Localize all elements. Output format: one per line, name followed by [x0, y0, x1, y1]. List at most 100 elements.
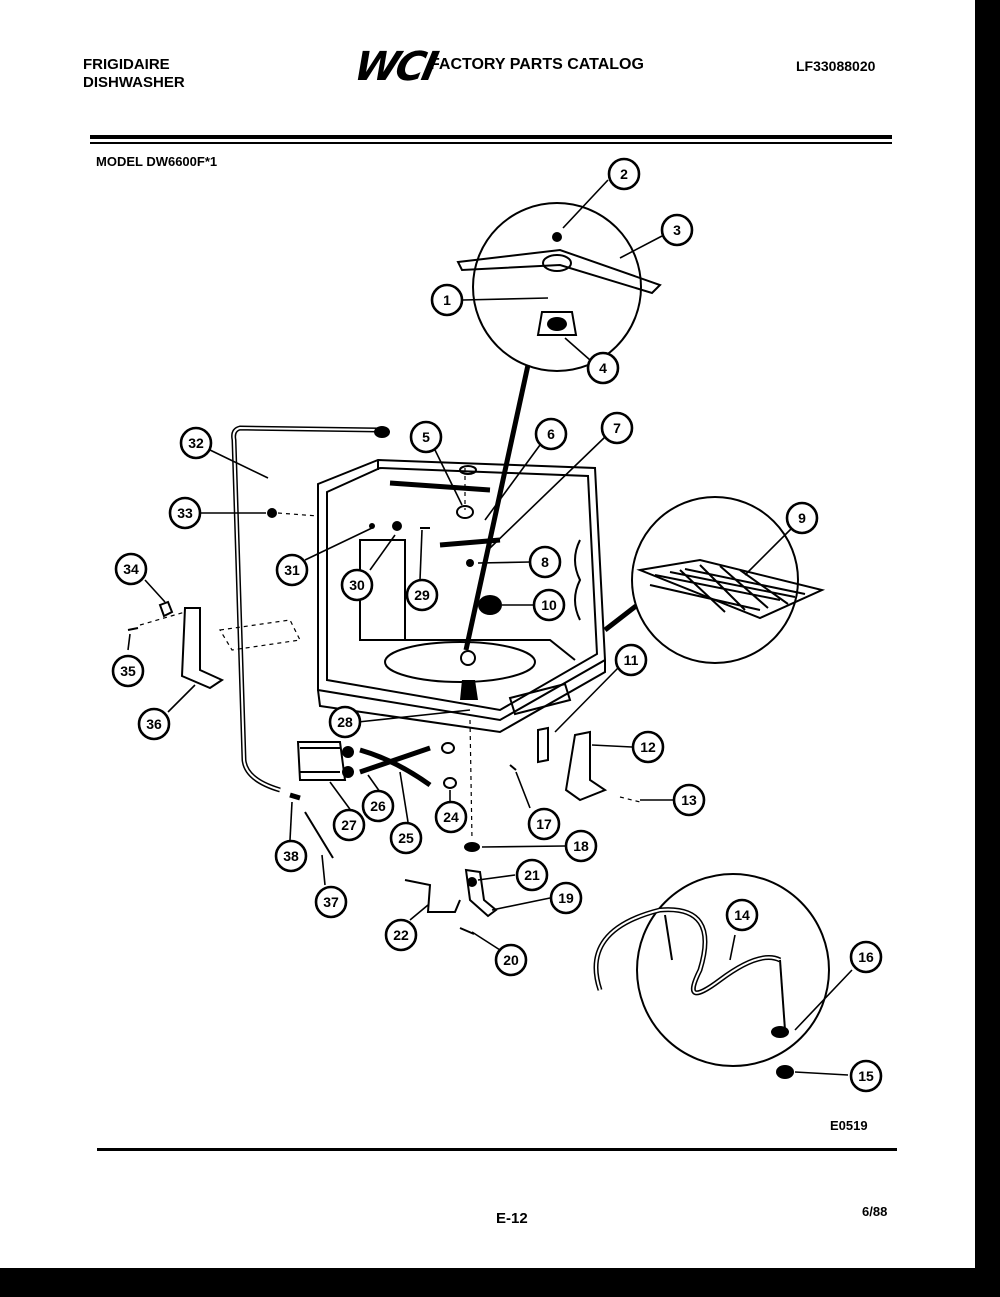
- detail-circle-rack: [631, 496, 799, 664]
- part-12-bracket: [564, 730, 608, 802]
- drain-hose-25b: [359, 745, 431, 775]
- hose-detail: [593, 873, 830, 1079]
- hub-nut: [552, 232, 562, 242]
- wash-tube-leader: [463, 364, 531, 651]
- part-36-bracket: [180, 607, 225, 690]
- svg-text:13: 13: [681, 792, 697, 808]
- svg-text:33: 33: [177, 505, 193, 521]
- callout-7: 7: [600, 411, 634, 445]
- callout-1: 1: [430, 283, 464, 317]
- callout-19: 19: [549, 881, 583, 915]
- tub-inner-outline: [326, 466, 599, 712]
- callout-34: 34: [114, 552, 148, 586]
- svg-text:15: 15: [858, 1068, 874, 1084]
- svg-text:11: 11: [624, 652, 639, 668]
- part-16-washer: [771, 1026, 789, 1038]
- tub-top-gasket: [389, 480, 491, 493]
- svg-text:29: 29: [414, 587, 430, 603]
- drain-hose-25a: [359, 747, 432, 788]
- callout-25: 25: [389, 821, 423, 855]
- leader-lines: [127, 179, 853, 1076]
- callout-3: 3: [660, 213, 694, 247]
- header-rule-thin: [90, 142, 892, 144]
- svg-text:32: 32: [188, 435, 204, 451]
- spray-arm-shape: [456, 248, 662, 295]
- tub-base: [317, 660, 606, 734]
- callout-11: 11: [614, 643, 648, 677]
- product-type: DISHWASHER: [83, 74, 185, 91]
- callout-17: 17: [527, 807, 561, 841]
- top-nozzle: [459, 465, 477, 475]
- callout-8: 8: [528, 545, 562, 579]
- callout-12: 12: [631, 730, 665, 764]
- part-15-fitting: [776, 1065, 794, 1079]
- spray-arm-support: [536, 311, 578, 336]
- pump-inlet: [460, 680, 478, 700]
- svg-text:3: 3: [673, 222, 681, 238]
- callout-22: 22: [384, 918, 418, 952]
- callout-36: 36: [137, 707, 171, 741]
- svg-text:31: 31: [284, 562, 300, 578]
- callout-6: 6: [534, 417, 568, 451]
- callout-28: 28: [328, 705, 362, 739]
- catalog-title: FACTORY PARTS CATALOG: [430, 56, 644, 73]
- rack-outline: [636, 558, 826, 620]
- part-35-screw: [127, 627, 139, 631]
- part-33-grommet: [267, 508, 277, 518]
- diagram-code: E0519: [830, 1118, 868, 1133]
- svg-text:24: 24: [443, 809, 459, 825]
- callout-26: 26: [361, 789, 395, 823]
- svg-text:16: 16: [858, 949, 874, 965]
- svg-text:5: 5: [422, 429, 430, 445]
- part-5-nozzle: [456, 505, 474, 519]
- callout-5: 5: [409, 420, 443, 454]
- bracket-left: [127, 600, 301, 690]
- callout-35: 35: [111, 654, 145, 688]
- callout-27: 27: [332, 808, 366, 842]
- part-37-rod: [304, 811, 334, 859]
- pump-assembly: [289, 719, 498, 935]
- callout-20: 20: [494, 943, 528, 977]
- drain-cover: [460, 650, 476, 666]
- svg-text:7: 7: [613, 420, 621, 436]
- svg-text:28: 28: [337, 714, 353, 730]
- spray-arm-hub: [542, 254, 572, 272]
- svg-text:21: 21: [524, 867, 540, 883]
- svg-text:14: 14: [734, 907, 750, 923]
- part-18-gasket: [464, 842, 480, 852]
- svg-text:34: 34: [123, 561, 139, 577]
- callout-9: 9: [785, 501, 819, 535]
- part-19-bracket: [464, 868, 498, 918]
- brand-name: FRIGIDAIRE: [83, 56, 170, 73]
- svg-text:10: 10: [541, 597, 557, 613]
- part-34-clip: [158, 600, 174, 618]
- part-17-screw: [509, 764, 517, 771]
- detergent-opening: [359, 539, 406, 641]
- svg-text:19: 19: [558, 890, 574, 906]
- callout-13: 13: [672, 783, 706, 817]
- spray-arm-detail: [456, 202, 662, 372]
- motor-pump: [296, 741, 347, 781]
- exploded-parts-diagram: 1 2 3 4 5 6 7 8 9 10 11 12 13 14 15 16 1…: [111, 157, 883, 1093]
- rack-detail: [603, 496, 826, 664]
- svg-text:4: 4: [599, 360, 607, 376]
- callout-32: 32: [179, 426, 213, 460]
- svg-text:2: 2: [620, 166, 628, 182]
- svg-text:26: 26: [370, 798, 386, 814]
- catalog-number: LF33088020: [796, 58, 876, 74]
- part-38-clip: [289, 792, 301, 801]
- svg-text:35: 35: [120, 663, 136, 679]
- callout-29: 29: [405, 578, 439, 612]
- model-label: MODEL DW6600F*1: [96, 154, 218, 169]
- dishwasher-tub: [267, 458, 607, 734]
- part-11-clip: [537, 726, 549, 764]
- svg-text:22: 22: [393, 927, 409, 943]
- svg-text:18: 18: [573, 838, 589, 854]
- callout-18: 18: [564, 829, 598, 863]
- header-rule: [90, 135, 892, 139]
- svg-text:20: 20: [503, 952, 519, 968]
- svg-text:6: 6: [547, 426, 555, 442]
- callout-30: 30: [340, 568, 374, 602]
- detail-circle-spray-arm: [472, 202, 642, 372]
- fill-tube: [231, 425, 381, 793]
